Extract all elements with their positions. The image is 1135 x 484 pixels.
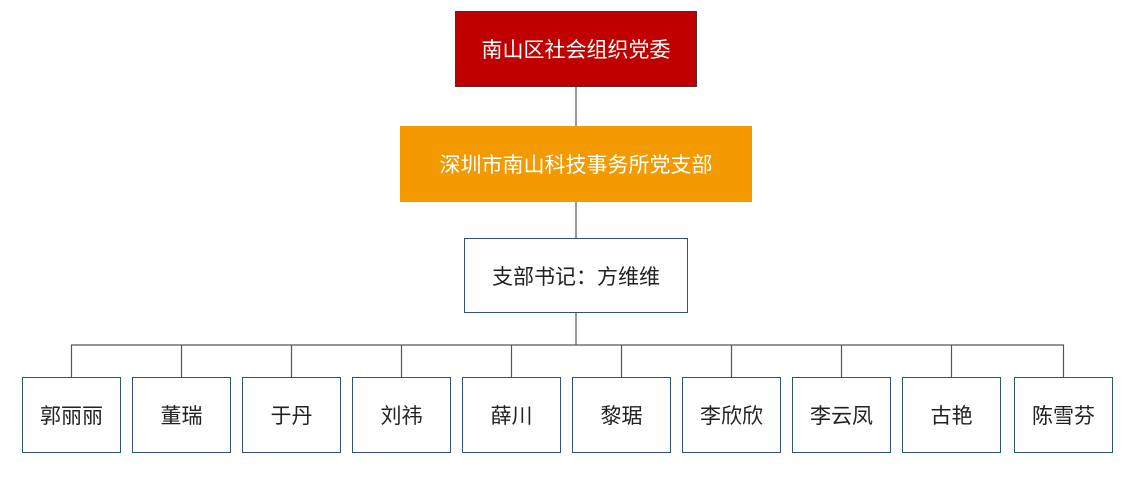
member-name: 于丹 — [270, 404, 313, 428]
party-committee-box: 南山区社会组织党委 — [455, 11, 697, 87]
member-box: 黎琚 — [572, 377, 671, 453]
branch-secretary-box: 支部书记：方维维 — [464, 238, 688, 313]
member-box: 陈雪芬 — [1014, 377, 1113, 453]
party-branch-box: 深圳市南山科技事务所党支部 — [400, 126, 752, 202]
member-name: 薛川 — [490, 404, 533, 428]
member-name: 刘祎 — [380, 404, 423, 428]
party-committee-label: 南山区社会组织党委 — [481, 38, 671, 62]
member-box: 李欣欣 — [682, 377, 781, 453]
member-box: 薛川 — [462, 377, 561, 453]
party-branch-label: 深圳市南山科技事务所党支部 — [439, 153, 713, 177]
member-box: 董瑞 — [132, 377, 231, 453]
member-name: 李云凤 — [810, 404, 873, 428]
member-name: 郭丽丽 — [40, 404, 103, 428]
member-box: 于丹 — [242, 377, 341, 453]
member-box: 郭丽丽 — [22, 377, 121, 453]
member-box: 李云凤 — [792, 377, 891, 453]
member-drop-lines — [70, 345, 1065, 377]
member-name: 黎琚 — [600, 404, 643, 428]
member-name: 古艳 — [930, 404, 973, 428]
branch-secretary-label: 支部书记：方维维 — [492, 264, 660, 289]
member-box: 古艳 — [902, 377, 1001, 453]
member-box: 刘祎 — [352, 377, 451, 453]
member-name: 董瑞 — [160, 404, 203, 428]
member-name: 李欣欣 — [700, 404, 763, 428]
member-name: 陈雪芬 — [1032, 404, 1095, 428]
